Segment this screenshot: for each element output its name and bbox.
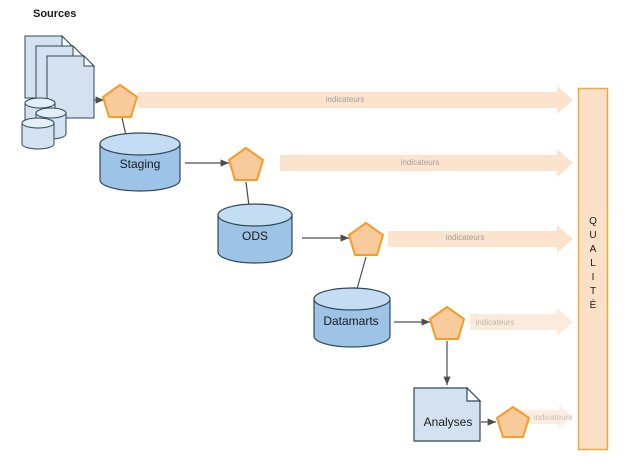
quality-letter: U <box>589 230 597 241</box>
indicator-arrow-2 <box>280 149 573 177</box>
gate-1-pentagon[interactable] <box>102 84 138 118</box>
sources-cylinders-group <box>21 97 67 150</box>
quality-letter: I <box>591 272 595 283</box>
gate-3-pentagon[interactable] <box>348 222 384 256</box>
quality-letter: T <box>589 286 597 297</box>
gate-2-pentagon[interactable] <box>228 147 264 181</box>
quality-letter: L <box>590 258 596 269</box>
source-cylinder-1 <box>21 117 55 150</box>
source-document-1-fold <box>83 54 96 67</box>
indicator-arrow-5 <box>520 405 573 429</box>
node-ods[interactable] <box>217 203 293 264</box>
indicator-arrows-group <box>138 86 573 429</box>
indicator-arrow-4 <box>470 308 573 336</box>
quality-panel[interactable] <box>577 87 609 451</box>
pentagon-gates-group <box>102 84 530 438</box>
node-datamarts[interactable] <box>313 287 391 348</box>
quality-letter: É <box>589 300 597 311</box>
source-document-3-fold <box>61 34 74 47</box>
node-staging[interactable] <box>99 132 181 192</box>
source-document-2-fold <box>72 44 85 57</box>
gate-4-pentagon[interactable] <box>429 306 465 340</box>
node-analyses[interactable] <box>413 386 482 442</box>
quality-panel-label: Q U A L I T É <box>578 215 608 313</box>
gate-5-pentagon[interactable] <box>496 406 530 438</box>
indicator-arrow-3 <box>388 225 573 253</box>
quality-letter: A <box>589 244 597 255</box>
quality-letter: Q <box>589 216 597 227</box>
indicator-arrow-1 <box>138 86 573 114</box>
